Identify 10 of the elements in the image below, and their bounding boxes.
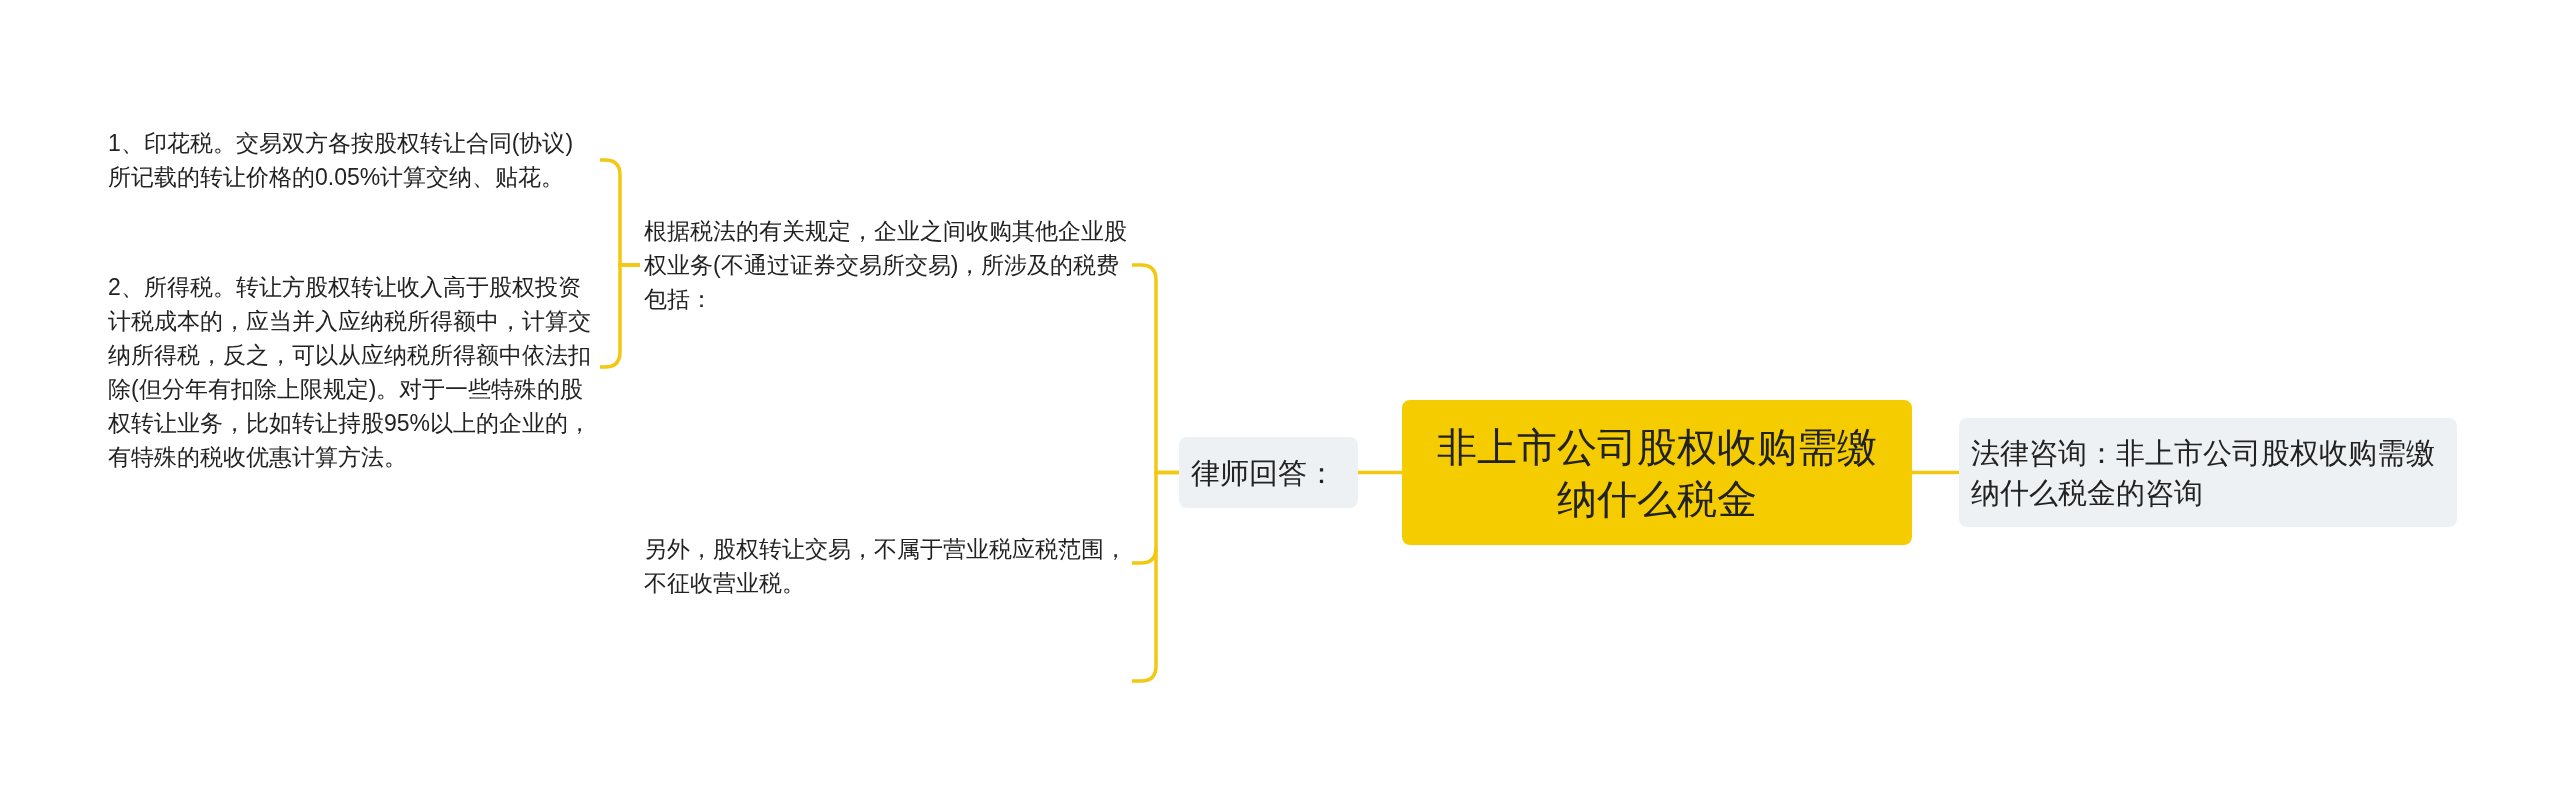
connector-line xyxy=(1358,470,1402,475)
topic-text: 另外，股权转让交易，不属于营业税应税范围，不征收营业税。 xyxy=(640,528,1132,604)
connector-line xyxy=(1132,470,1179,565)
topic-text: 根据税法的有关规定，企业之间收购其他企业股权业务(不通过证券交易所交易)，所涉及的税费包括： xyxy=(640,210,1132,320)
topic-box: 法律咨询：非上市公司股权收购需缴纳什么税金的咨询 xyxy=(1959,418,2457,527)
connector-line xyxy=(1912,470,1959,475)
topic-box: 律师回答： xyxy=(1179,437,1358,508)
topic-text: 1、印花税。交易双方各按股权转让合同(协议)所记载的转让价格的0.05%计算交纳、贴花。 xyxy=(104,106,600,214)
central-topic-box: 非上市公司股权收购需缴纳什么税金 xyxy=(1402,400,1912,545)
topic-text: 2、所得税。转让方股权转让收入高于股权投资计税成本的，应当并入应纳税所得额中，计算交纳所得税，反之，可以从应纳税所得额中依法扣除(但分年有扣除上限规定)。对于一些特殊的股权转让业务，比如转让持股95%以上的企业的，有特殊的税收优惠计算方法。 xyxy=(104,272,600,472)
